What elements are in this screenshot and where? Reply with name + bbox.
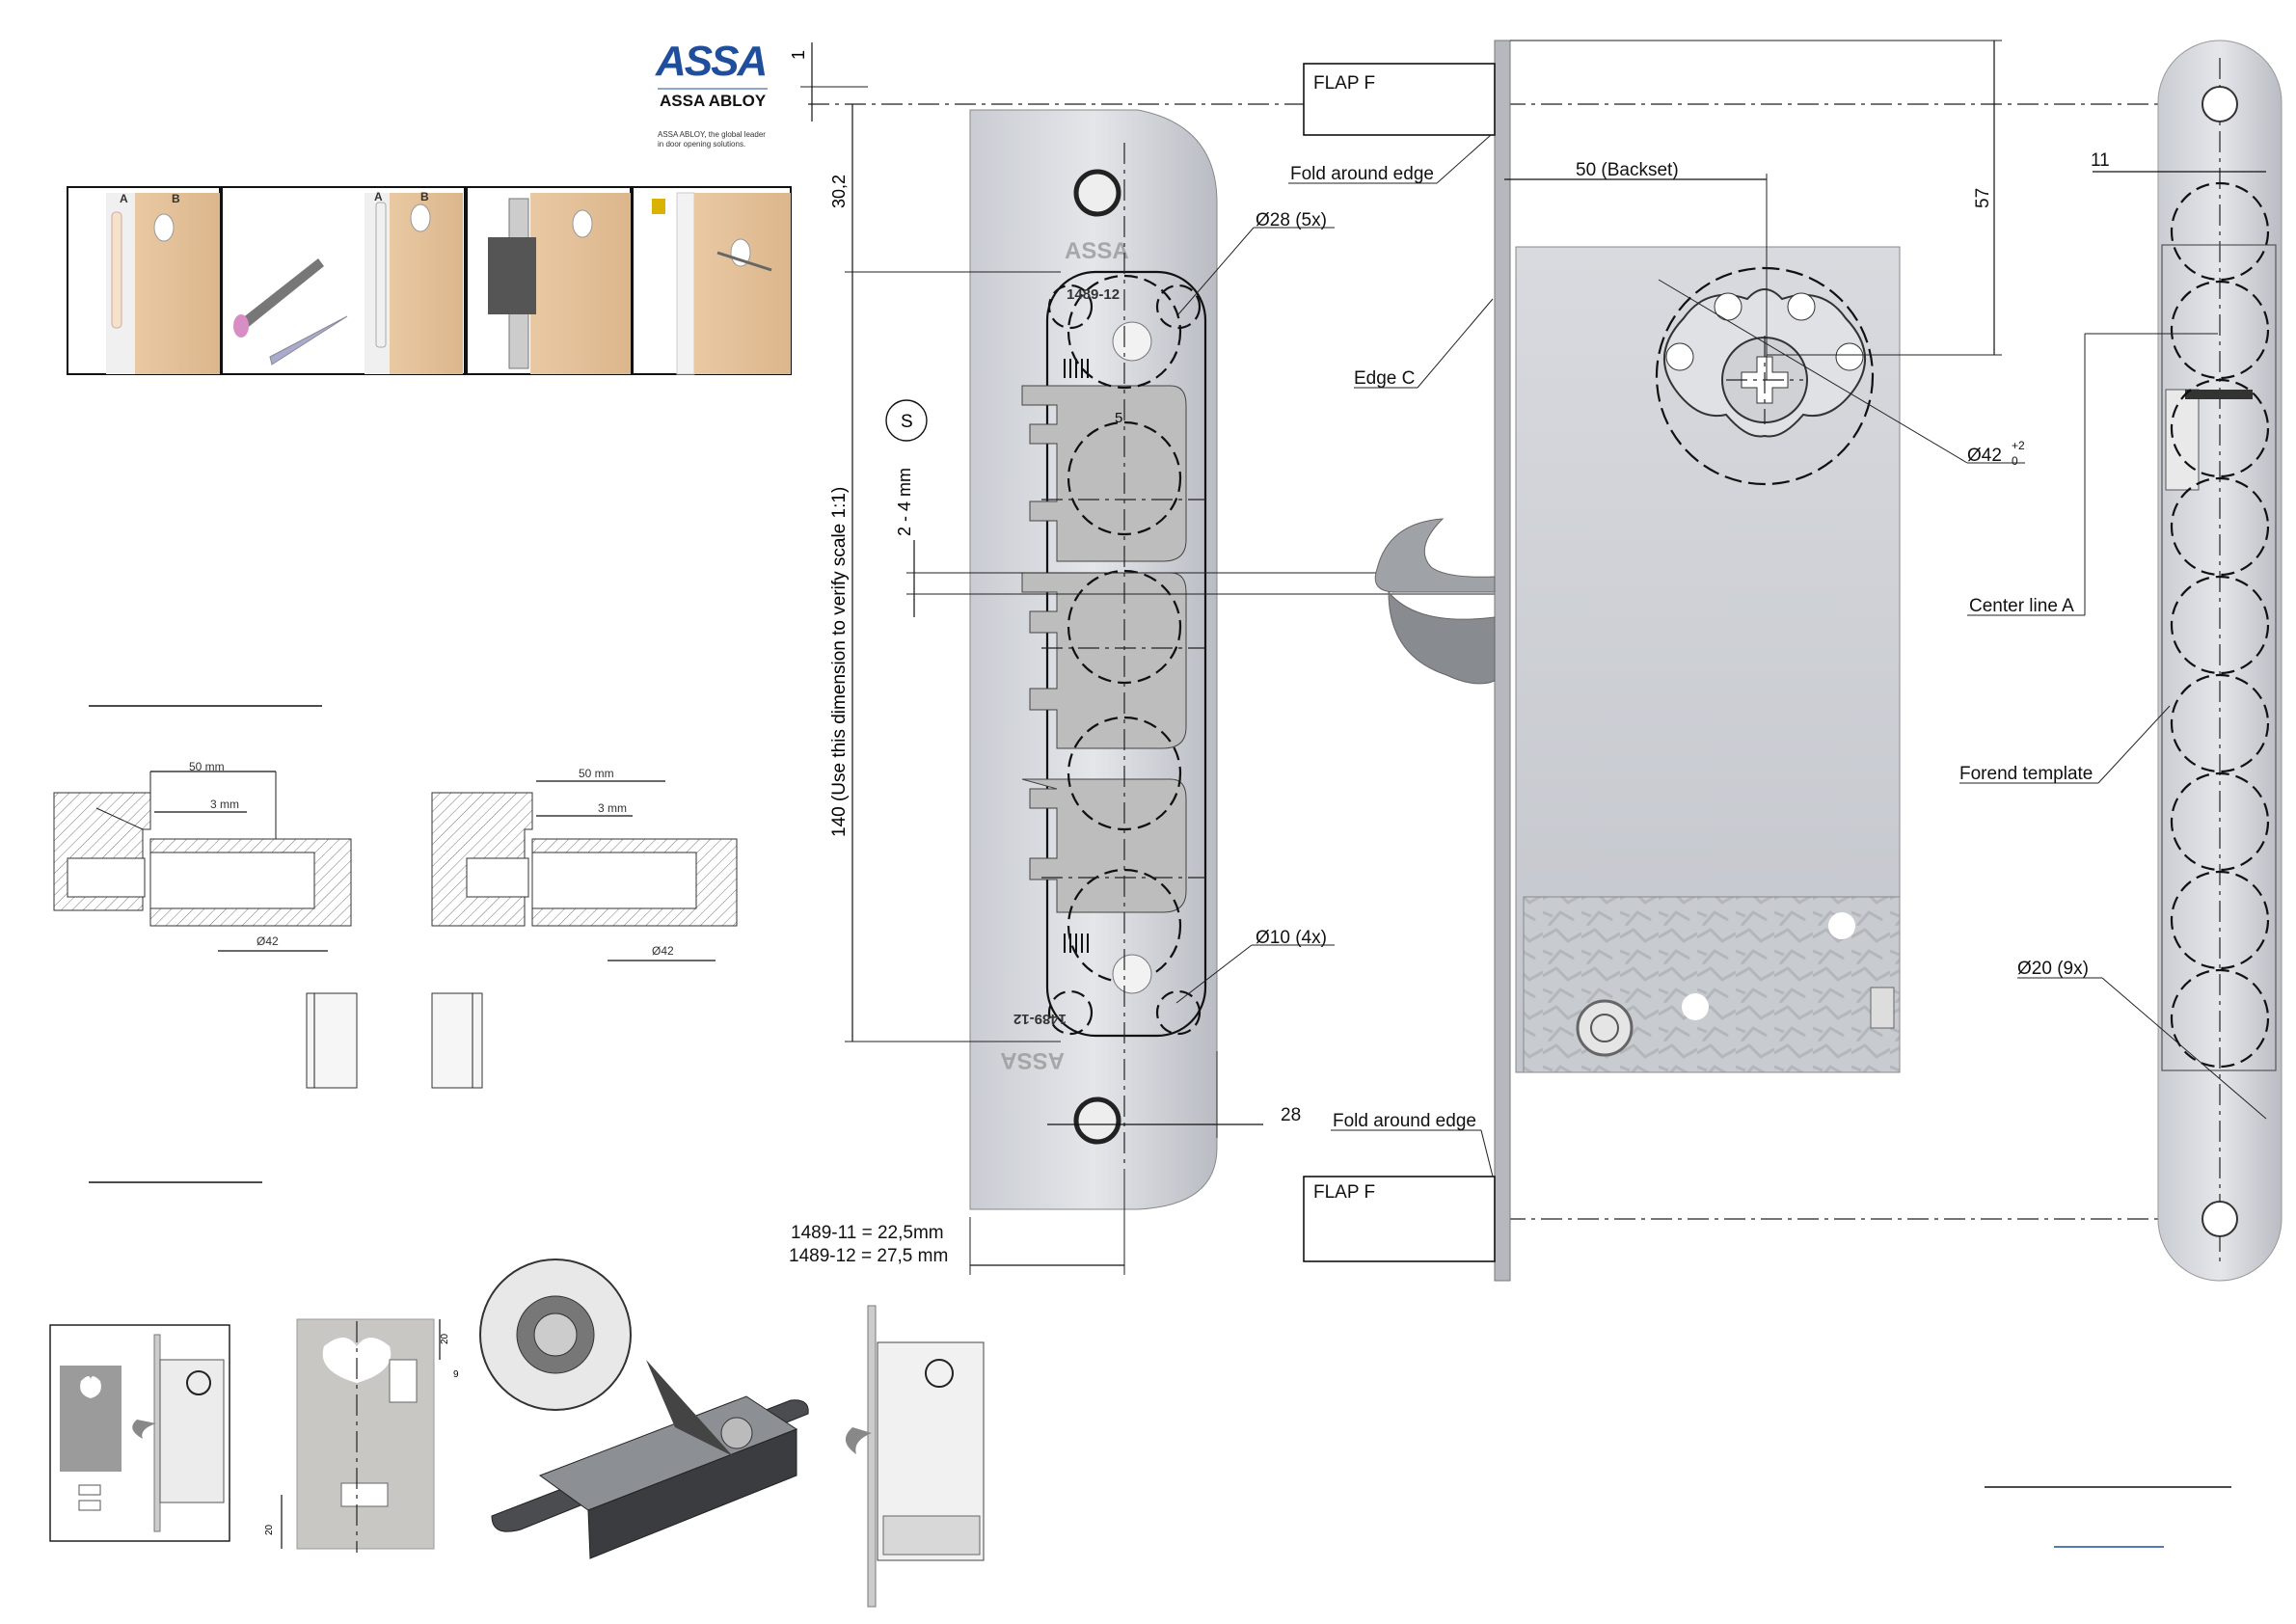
svg-text:S: S: [901, 412, 913, 432]
forend-hole: [2170, 771, 2270, 872]
forend-hole: [2170, 280, 2270, 380]
footer-underlines: [1985, 1486, 2231, 1548]
faceplate-code-top: 1489-12: [1067, 286, 1120, 303]
logo-sub: ASSA ABLOY: [660, 92, 767, 110]
label-hole42: Ø42: [1967, 446, 2002, 466]
faceplate-code-bottom: 1489-12: [1013, 1011, 1067, 1027]
svg-text:in door opening solutions.: in door opening solutions.: [658, 140, 745, 149]
svg-text:3 mm: 3 mm: [210, 798, 239, 811]
bottom-view-1: [49, 1324, 230, 1542]
svg-text:B: B: [172, 192, 180, 205]
svg-text:3 mm: 3 mm: [598, 801, 627, 815]
dim-scale: 140 (Use this dimension to verify scale …: [829, 487, 850, 837]
logo-tagline: ASSA ABLOY, the global leader: [658, 130, 766, 139]
svg-text:Ø42: Ø42: [257, 934, 279, 948]
label-edge: Edge C: [1354, 368, 1415, 389]
forend-hole: [2170, 673, 2270, 773]
small-part-drawings: [306, 992, 483, 1089]
flap-bottom: [1303, 1176, 1496, 1262]
forend-hole: [2170, 378, 2270, 478]
svg-text:50 mm: 50 mm: [579, 767, 614, 780]
dim-28: 28: [1281, 1105, 1301, 1125]
strike-plate-template: ASSA 1489-12 ASSA 1489-12 5: [969, 109, 1218, 1210]
door-section-left: 50 mm 3 mm Ø42: [53, 760, 352, 952]
bp-dim-20b: 20: [264, 1524, 275, 1535]
dim-11: 11: [2091, 150, 2110, 171]
step-panel-2: A B: [221, 186, 466, 375]
lock-body: Ø42 +2 0 50 (Backset) 57 FLAP F FLAP F F…: [1288, 40, 2256, 1282]
svg-text:Ø42: Ø42: [652, 944, 674, 958]
forend-hole: [2170, 181, 2270, 282]
dim-upper: 30,2: [829, 175, 849, 208]
tol-plus: +2: [2012, 439, 2025, 452]
bp-dim-9: 9: [453, 1369, 459, 1380]
step-panel-1: A B: [67, 186, 221, 375]
svg-text:A: A: [374, 190, 383, 203]
flap-top: [1303, 63, 1496, 136]
faceplate-logo-top: ASSA: [1065, 238, 1129, 264]
bottom-view-3d: [479, 1259, 809, 1559]
strike-dimensions: 1 30,2 140 (Use this dimension to verify…: [789, 42, 2256, 1275]
forend-hole: [2170, 870, 2270, 970]
center-5: 5: [1115, 410, 1122, 426]
bottom-view-2: 20 9 20: [264, 1318, 459, 1553]
s-mark: [885, 399, 928, 442]
tol-zero: 0: [2012, 454, 2018, 468]
dim-variant-1: 1489-11 = 22,5mm: [791, 1223, 944, 1243]
svg-text:A: A: [120, 192, 128, 205]
forend-hole: [2170, 575, 2270, 675]
svg-text:FLAP F: FLAP F: [1313, 1182, 1375, 1203]
bp-dim-20a: 20: [440, 1333, 450, 1344]
svg-text:50 mm: 50 mm: [189, 760, 225, 773]
label-centerline: Center line A: [1969, 596, 2074, 616]
dim-gap: 2 - 4 mm: [895, 468, 914, 536]
label-fold-top: Fold around edge: [1290, 164, 1434, 184]
svg-text:FLAP F: FLAP F: [1313, 73, 1375, 94]
label-hole20: Ø20 (9x): [2017, 959, 2089, 979]
label-fold-bottom: Fold around edge: [1333, 1111, 1476, 1131]
label-hole28: Ø28 (5x): [1256, 210, 1327, 230]
forend-hole: [2170, 968, 2270, 1069]
dim-variant-2: 1489-12 = 27,5 mm: [789, 1246, 948, 1266]
label-hole10: Ø10 (4x): [1256, 928, 1327, 948]
step-panel-4: [632, 186, 792, 375]
dim-57: 57: [1973, 188, 1993, 208]
dim-backset: 50 (Backset): [1576, 160, 1679, 180]
assa-logo: ASSA ASSA ABLOY ASSA ABLOY, the global l…: [655, 38, 768, 149]
forend-template: 11 Center line A Forend template Ø20 (9x…: [1959, 40, 2282, 1282]
step-panel-3: [466, 186, 632, 375]
logo-text: ASSA: [655, 38, 766, 85]
dim-top-gap: 1: [789, 50, 808, 60]
faceplate-logo-bottom: ASSA: [1000, 1047, 1065, 1073]
svg-text:B: B: [420, 190, 429, 203]
bottom-view-4: [845, 1305, 985, 1608]
label-forend-template: Forend template: [1959, 764, 2093, 784]
door-section-right: 50 mm 3 mm Ø42: [431, 767, 738, 961]
forend-hole: [2170, 476, 2270, 577]
